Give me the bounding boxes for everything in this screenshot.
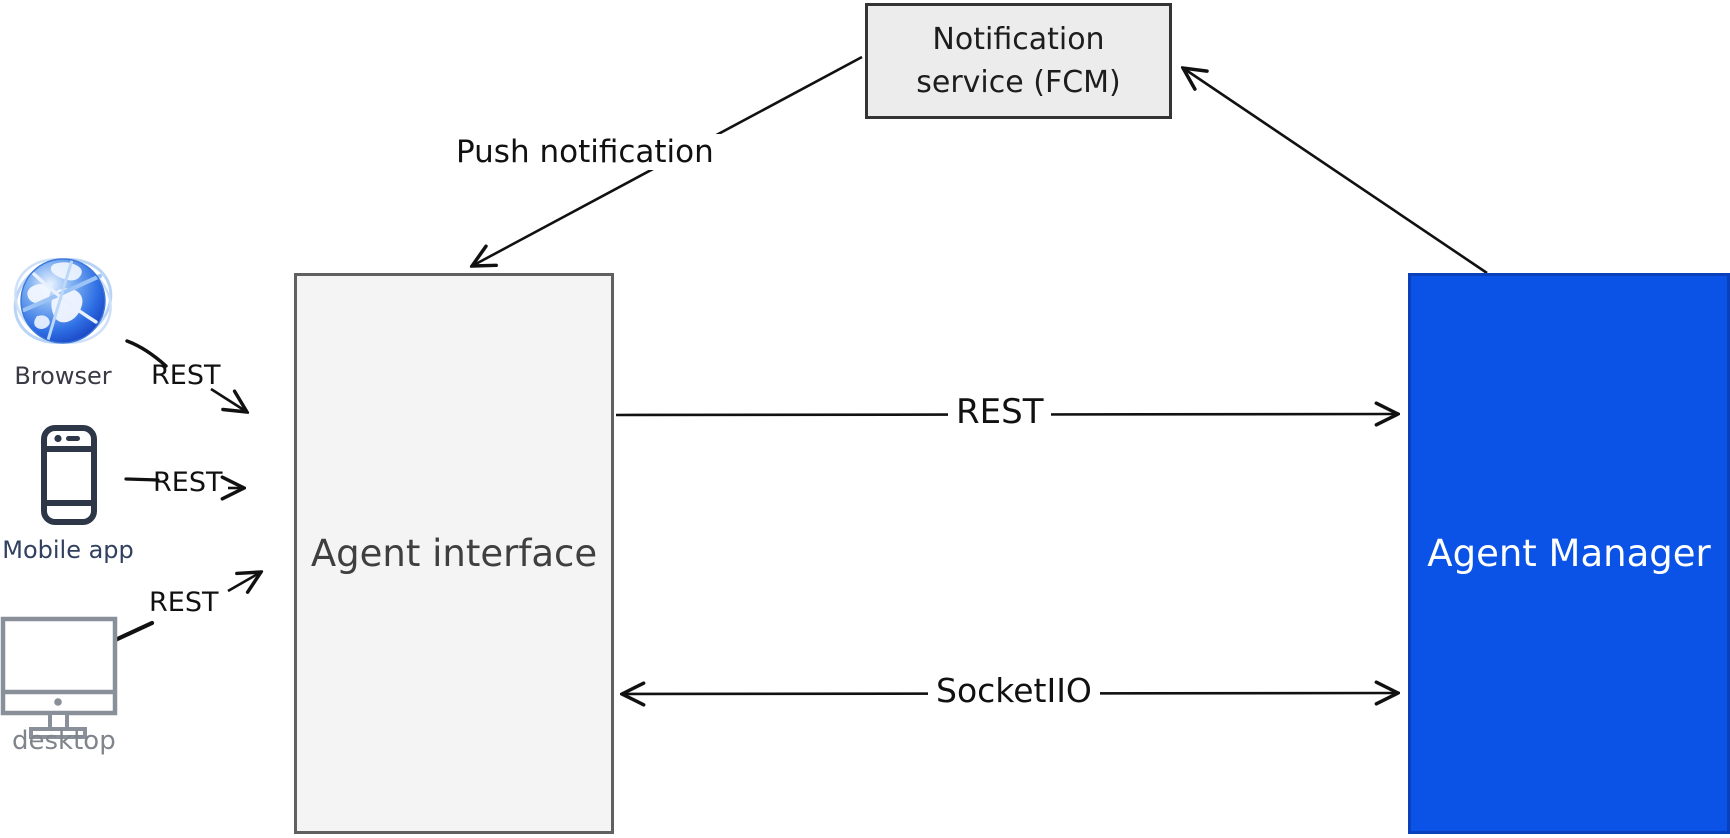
edge-desktop-rest-head: [227, 572, 261, 591]
desktop-rest-label: REST: [149, 587, 219, 618]
edge-browser-rest-head: [210, 387, 247, 412]
push-notification-edge-label: Push notification: [448, 134, 722, 170]
edge-manager-to-fcm: [1183, 68, 1488, 275]
globe-icon: [12, 250, 114, 352]
socket-edge-label: SocketIIO: [928, 671, 1100, 710]
rest-edge-label: REST: [948, 392, 1052, 432]
browser-caption: Browser: [14, 362, 112, 390]
agent-interface-label: Agent interface: [310, 532, 598, 575]
agent-interface-node: Agent interface: [294, 273, 614, 834]
agent-manager-node: Agent Manager: [1408, 273, 1730, 834]
notification-service-node: Notification service (FCM): [865, 3, 1172, 119]
desktop-caption: desktop: [12, 726, 116, 756]
monitor-icon: [0, 616, 118, 740]
mobile-rest-label: REST: [153, 467, 223, 498]
browser-rest-label: REST: [151, 360, 221, 391]
mobile-app-caption: Mobile app: [2, 536, 134, 564]
notification-service-label: Notification service (FCM): [916, 21, 1121, 101]
smartphone-icon: [40, 424, 98, 526]
agent-manager-label: Agent Manager: [1427, 532, 1711, 575]
